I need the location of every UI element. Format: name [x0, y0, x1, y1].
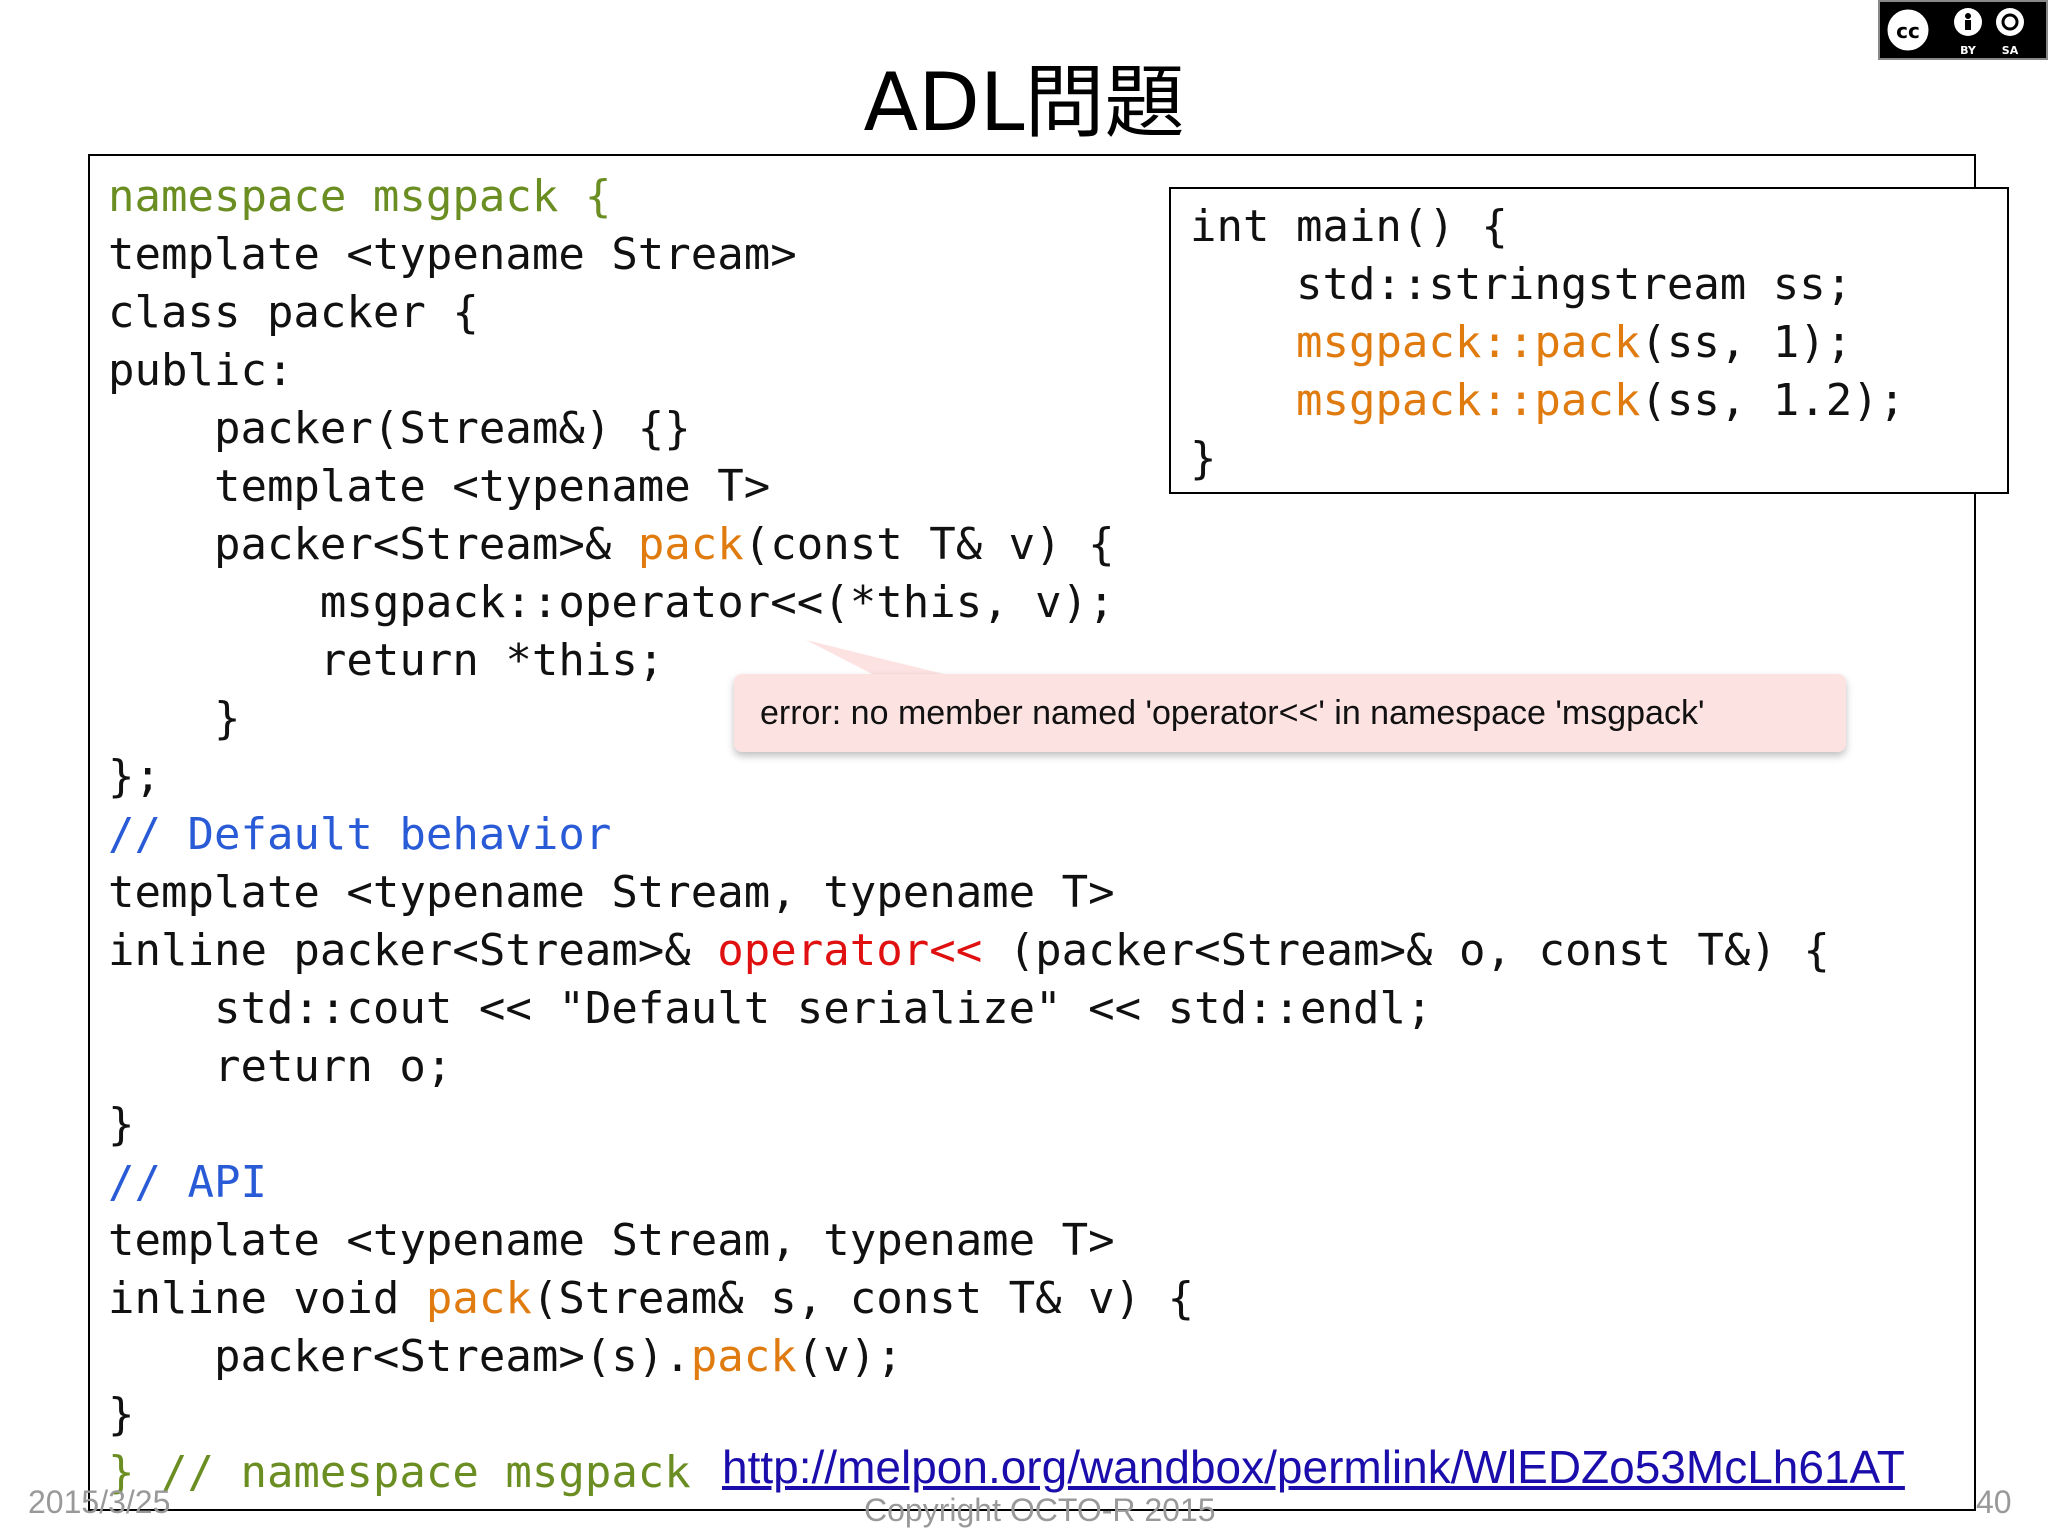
code-line: msgpack::pack(ss, 1); — [1190, 314, 1905, 372]
code-token — [1190, 375, 1296, 426]
code-line: namespace msgpack { — [108, 168, 1830, 226]
code-line: packer<Stream>(s).pack(v); — [108, 1328, 1830, 1386]
code-token: // API — [108, 1157, 267, 1208]
page-number: 40 — [1976, 1484, 2012, 1520]
code-token: (const T& v) { — [743, 519, 1115, 570]
code-line: inline packer<Stream>& operator<< (packe… — [108, 922, 1830, 980]
code-token: (packer<Stream>& o, const T&) { — [982, 925, 1830, 976]
code-line: return o; — [108, 1038, 1830, 1096]
code-line: msgpack::operator<<(*this, v); — [108, 574, 1830, 632]
error-message: error: no member named 'operator<<' in n… — [760, 694, 1705, 732]
code-line: }; — [108, 748, 1830, 806]
wandbox-link[interactable]: http://melpon.org/wandbox/permlink/WlEDZ… — [722, 1441, 1905, 1493]
code-token: msgpack::pack — [1295, 317, 1641, 368]
code-token: namespace msgpack { — [108, 171, 612, 222]
error-callout: error: no member named 'operator<<' in n… — [734, 674, 1846, 752]
code-token: template <typename Stream, typename T> — [108, 1215, 1115, 1266]
code-line: public: — [108, 342, 1830, 400]
code-token: int main() { — [1190, 201, 1508, 252]
code-token: template <typename Stream, typename T> — [108, 867, 1115, 918]
code-line: } — [108, 690, 1830, 748]
svg-text:SA: SA — [2002, 44, 2019, 57]
code-token: (ss, 1.2); — [1640, 375, 1906, 426]
code-token: // Default behavior — [108, 809, 612, 860]
code-token: (v); — [796, 1331, 903, 1382]
code-token — [1190, 317, 1296, 368]
main-code-panel — [1169, 187, 2009, 494]
code-token: class packer { — [108, 287, 479, 338]
code-line: std::stringstream ss; — [1190, 256, 1905, 314]
code-token: }; — [108, 751, 161, 802]
code-line: } // namespace msgpack — [108, 1444, 1830, 1502]
code-token: template <typename T> — [108, 461, 771, 512]
code-line: packer(Stream&) {} — [108, 400, 1830, 458]
code-line: // API — [108, 1154, 1830, 1212]
code-token: template <typename Stream> — [108, 229, 797, 280]
code-line: msgpack::pack(ss, 1.2); — [1190, 372, 1905, 430]
code-token: return o; — [108, 1041, 453, 1092]
svg-text:cc: cc — [1896, 19, 1920, 43]
code-token: pack — [690, 1331, 797, 1382]
code-line: std::cout << "Default serialize" << std:… — [108, 980, 1830, 1038]
code-token: inline void — [108, 1273, 426, 1324]
code-block: namespace msgpack { template <typename St… — [108, 168, 1830, 1502]
code-token: } — [108, 1099, 135, 1150]
code-token: packer<Stream>(s). — [108, 1331, 691, 1382]
code-token: pack — [425, 1273, 532, 1324]
code-line: template <typename Stream, typename T> — [108, 1212, 1830, 1270]
code-line: // Default behavior — [108, 806, 1830, 864]
code-token: packer(Stream&) {} — [108, 403, 691, 454]
code-line: } — [108, 1096, 1830, 1154]
code-token: std::stringstream ss; — [1190, 259, 1853, 310]
code-line: } — [1190, 430, 1905, 488]
code-token: } — [1190, 433, 1217, 484]
code-token: (ss, 1); — [1640, 317, 1853, 368]
code-line: template <typename Stream> — [108, 226, 1830, 284]
code-token: msgpack::pack — [1295, 375, 1641, 426]
code-token: operator<< — [717, 925, 983, 976]
code-token: std::cout << "Default serialize" << std:… — [108, 983, 1433, 1034]
code-line: class packer { — [108, 284, 1830, 342]
code-token: inline packer<Stream>& — [108, 925, 718, 976]
code-token: (Stream& s, const T& v) { — [531, 1273, 1195, 1324]
footer-date: 2015/3/25 — [28, 1484, 171, 1520]
code-token: } — [108, 1389, 135, 1440]
main-code-block: int main() { std::stringstream ss; msgpa… — [1190, 198, 1905, 488]
code-line: return *this; — [108, 632, 1830, 690]
code-token: return *this; — [108, 635, 665, 686]
slide-title: ADL問題 — [863, 56, 1185, 149]
code-token: public: — [108, 345, 294, 396]
cc-license-badge: cc BY SA — [1878, 0, 2048, 60]
code-line: template <typename Stream, typename T> — [108, 864, 1830, 922]
code-line: } — [108, 1386, 1830, 1444]
code-token: packer<Stream>& — [108, 519, 638, 570]
code-token: } // namespace msgpack — [108, 1447, 691, 1498]
code-token: } — [108, 693, 241, 744]
code-line: int main() { — [1190, 198, 1905, 256]
code-token: msgpack::operator<<(*this, v); — [108, 577, 1115, 628]
sa-icon — [1996, 8, 2024, 36]
code-token: pack — [637, 519, 744, 570]
code-line: inline void pack(Stream& s, const T& v) … — [108, 1270, 1830, 1328]
cc-icon — [1884, 6, 1932, 54]
svg-text:BY: BY — [1960, 44, 1977, 57]
footer-copyright: Copyright OCTO-R 2015 — [864, 1492, 1216, 1528]
code-line: template <typename T> — [108, 458, 1830, 516]
code-line: packer<Stream>& pack(const T& v) { — [108, 516, 1830, 574]
